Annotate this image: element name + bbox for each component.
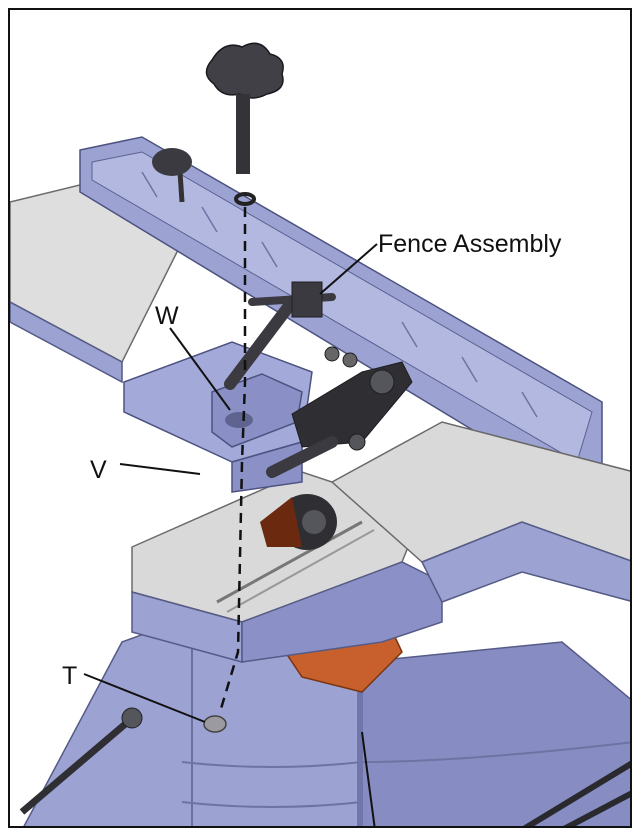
cutter-head: [260, 494, 337, 550]
alignment-line: [218, 207, 247, 713]
diagram-frame: Fence Assembly W V T: [8, 8, 632, 828]
stand-brace: [522, 760, 630, 826]
screw-t: [203, 715, 227, 733]
tilt-linkage: [224, 281, 413, 478]
label-t: T: [62, 662, 78, 690]
label-v: V: [90, 456, 107, 484]
base-cabinet: [23, 601, 630, 826]
label-w: W: [155, 302, 179, 330]
rail-knob: [152, 148, 192, 203]
handle-rod: [19, 707, 143, 815]
fence-rail: [79, 136, 603, 504]
leader-lines: [83, 243, 378, 826]
jointer-illustration: [10, 42, 630, 826]
fence-bracket: [123, 341, 313, 493]
star-knob: [205, 42, 284, 206]
fence-assembly-label: Fence Assembly: [378, 230, 562, 258]
